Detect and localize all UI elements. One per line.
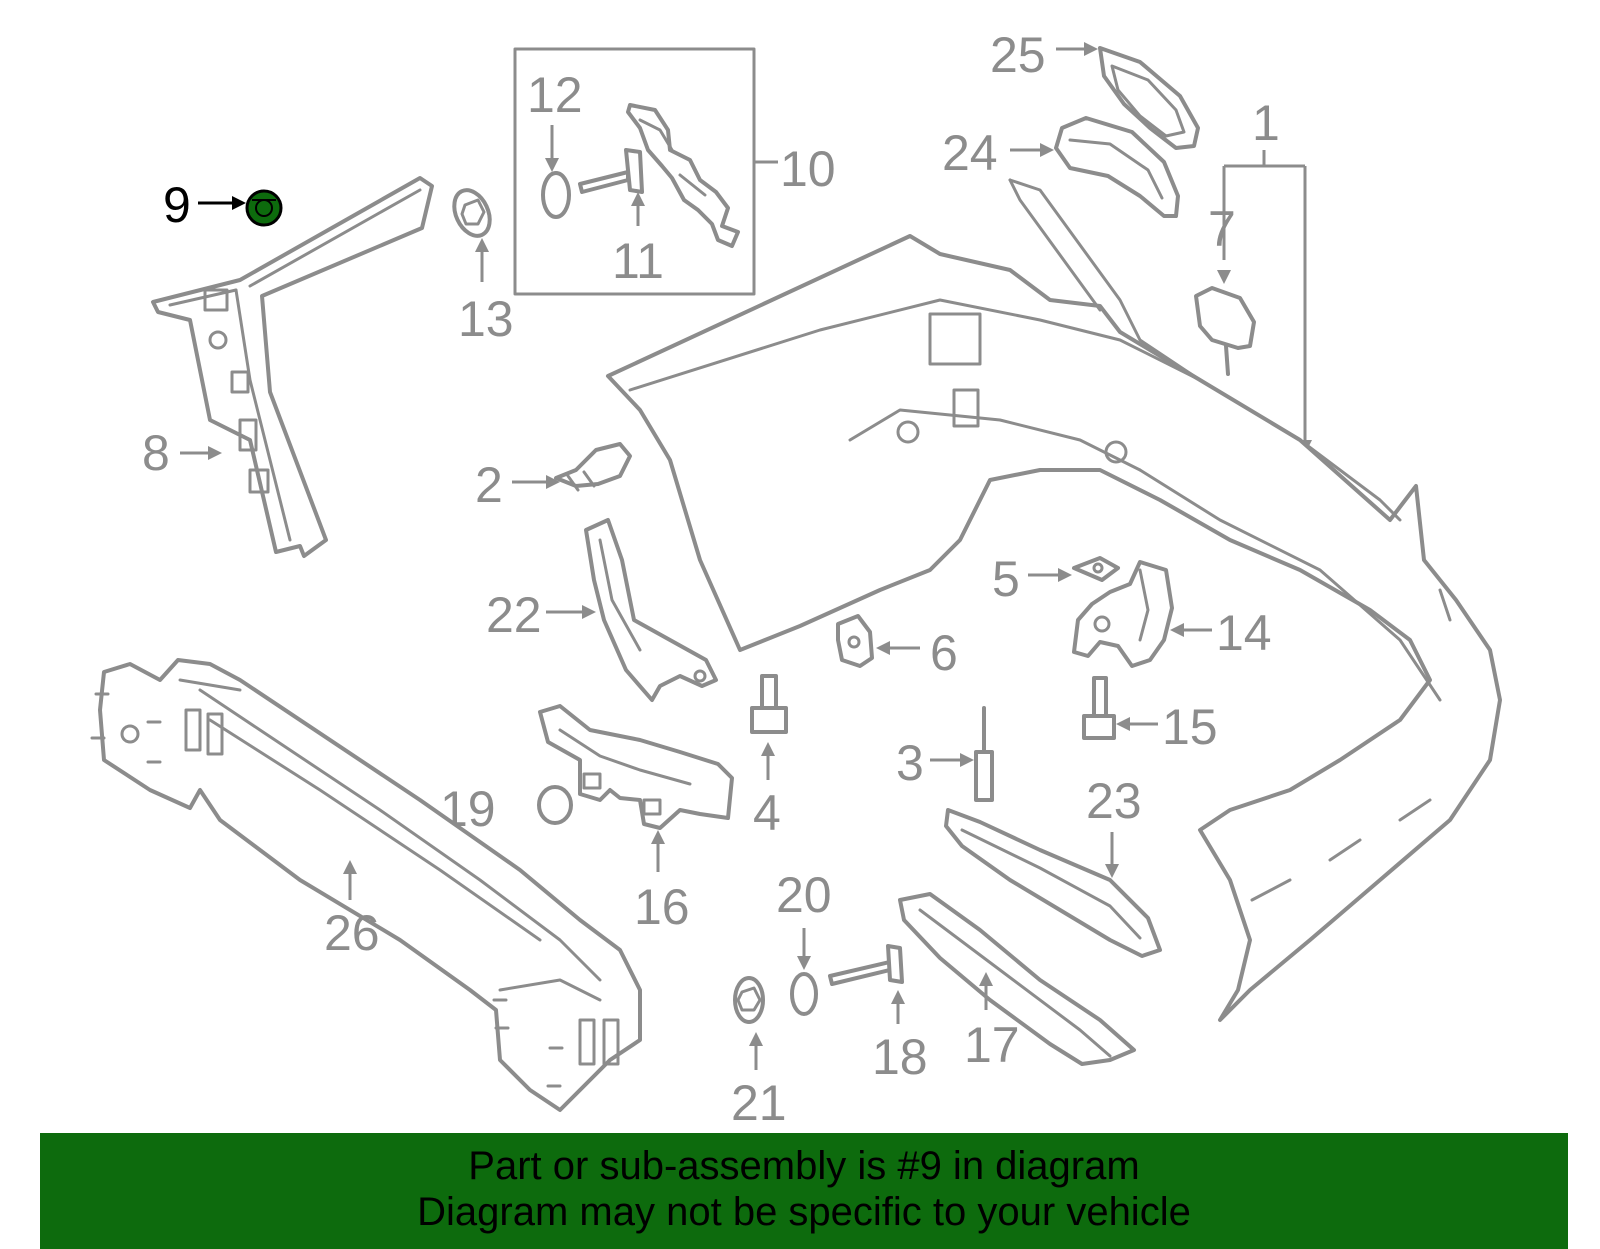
leader-16-arrowhead	[651, 830, 665, 844]
leader-21-arrowhead	[749, 1032, 763, 1046]
part-26-reinforcement-bar[interactable]	[90, 658, 642, 1112]
part-6-clip[interactable]	[836, 614, 874, 668]
part-4-bolt[interactable]	[750, 674, 788, 734]
part-12-washer[interactable]	[541, 171, 571, 219]
leader-4-arrowhead	[761, 742, 775, 756]
callout-5[interactable]: 5	[992, 551, 1020, 607]
leader-2-arrowhead	[546, 475, 560, 489]
callout-1[interactable]: 1	[1252, 95, 1280, 151]
part-25-trim-plate[interactable]	[1098, 46, 1200, 150]
callout-3[interactable]: 3	[896, 735, 924, 791]
callout-9[interactable]: 9	[163, 177, 191, 233]
callout-17[interactable]: 17	[964, 1017, 1020, 1073]
part-21-flange-nut[interactable]	[733, 976, 765, 1024]
leader-22-arrowhead	[582, 605, 596, 619]
leader-3-arrowhead	[960, 753, 974, 767]
leader-25-arrowhead	[1084, 42, 1098, 56]
leader-1-bracket	[1222, 150, 1307, 440]
leader-23-arrowhead	[1105, 864, 1119, 878]
leader-17-arrowhead	[979, 972, 993, 986]
callout-18[interactable]: 18	[872, 1029, 928, 1085]
callout-4[interactable]: 4	[753, 785, 781, 841]
callout-14[interactable]: 14	[1216, 605, 1272, 661]
callout-6[interactable]: 6	[930, 625, 958, 681]
callout-15[interactable]: 15	[1162, 699, 1218, 755]
leader-18-arrowhead	[891, 990, 905, 1004]
callout-11[interactable]: 11	[612, 233, 664, 289]
part-18-stud[interactable]	[828, 944, 904, 986]
part-23-trim-strip[interactable]	[944, 808, 1162, 958]
callout-23[interactable]: 23	[1086, 773, 1142, 829]
part-11-stud[interactable]	[578, 148, 644, 194]
callout-25[interactable]: 25	[990, 27, 1046, 83]
callout-21[interactable]: 21	[731, 1075, 787, 1131]
callout-20[interactable]: 20	[776, 867, 832, 923]
leader-14-arrowhead	[1170, 623, 1184, 637]
leader-24-arrowhead	[1040, 143, 1054, 157]
part-8-bracket[interactable]	[151, 176, 434, 558]
leader-9-arrowhead	[232, 196, 246, 210]
part-13-flange-nut[interactable]	[447, 184, 496, 241]
part-3-pin[interactable]	[974, 706, 994, 802]
callout-2[interactable]: 2	[475, 457, 503, 513]
callout-12[interactable]: 12	[527, 67, 583, 123]
part-16-absorber-bracket[interactable]	[538, 704, 734, 830]
callout-16[interactable]: 16	[634, 879, 690, 935]
part-14-mount-bracket[interactable]	[1072, 560, 1174, 668]
part-19-washer[interactable]	[537, 785, 573, 825]
leader-13-arrowhead	[475, 238, 489, 252]
leader-6-arrowhead	[876, 641, 890, 655]
banner-line-disclaimer: Diagram may not be specific to your vehi…	[417, 1190, 1191, 1234]
callout-22[interactable]: 22	[486, 587, 542, 643]
leader-12-arrowhead	[545, 158, 559, 172]
part-20-washer[interactable]	[790, 972, 818, 1016]
part-10-group-box	[513, 47, 756, 296]
part-15-bolt[interactable]	[1082, 676, 1116, 740]
leader-8-arrowhead	[208, 446, 222, 460]
part-10-bracket[interactable]	[626, 103, 740, 248]
callout-24[interactable]: 24	[942, 125, 998, 181]
callout-10[interactable]: 10	[780, 141, 836, 197]
part-17-lower-trim[interactable]	[898, 892, 1136, 1066]
part-24-trim[interactable]	[1054, 116, 1180, 218]
leader-11-arrowhead	[631, 192, 645, 206]
part-9-nut-highlighted[interactable]	[245, 189, 283, 227]
info-banner: Part or sub-assembly is #9 in diagram Di…	[40, 1133, 1568, 1249]
part-7-sensor-bracket[interactable]	[1194, 286, 1256, 376]
callout-13[interactable]: 13	[458, 291, 514, 347]
part-2-push-clip[interactable]	[554, 442, 632, 492]
callout-26[interactable]: 26	[324, 905, 380, 961]
callout-8[interactable]: 8	[142, 425, 170, 481]
leader-20-arrowhead	[797, 956, 811, 970]
part-5-nut-clip[interactable]	[1072, 556, 1120, 582]
part-1-bumper-cover[interactable]	[606, 178, 1502, 1022]
leader-5-arrowhead	[1058, 568, 1072, 582]
leader-7-arrowhead	[1217, 270, 1231, 284]
leader-15-arrowhead	[1116, 717, 1130, 731]
part-22-side-bracket[interactable]	[584, 518, 718, 702]
banner-line-part: Part or sub-assembly is #9 in diagram	[468, 1144, 1140, 1188]
leader-26-arrowhead	[343, 860, 357, 874]
callout-7[interactable]: 7	[1208, 201, 1236, 257]
